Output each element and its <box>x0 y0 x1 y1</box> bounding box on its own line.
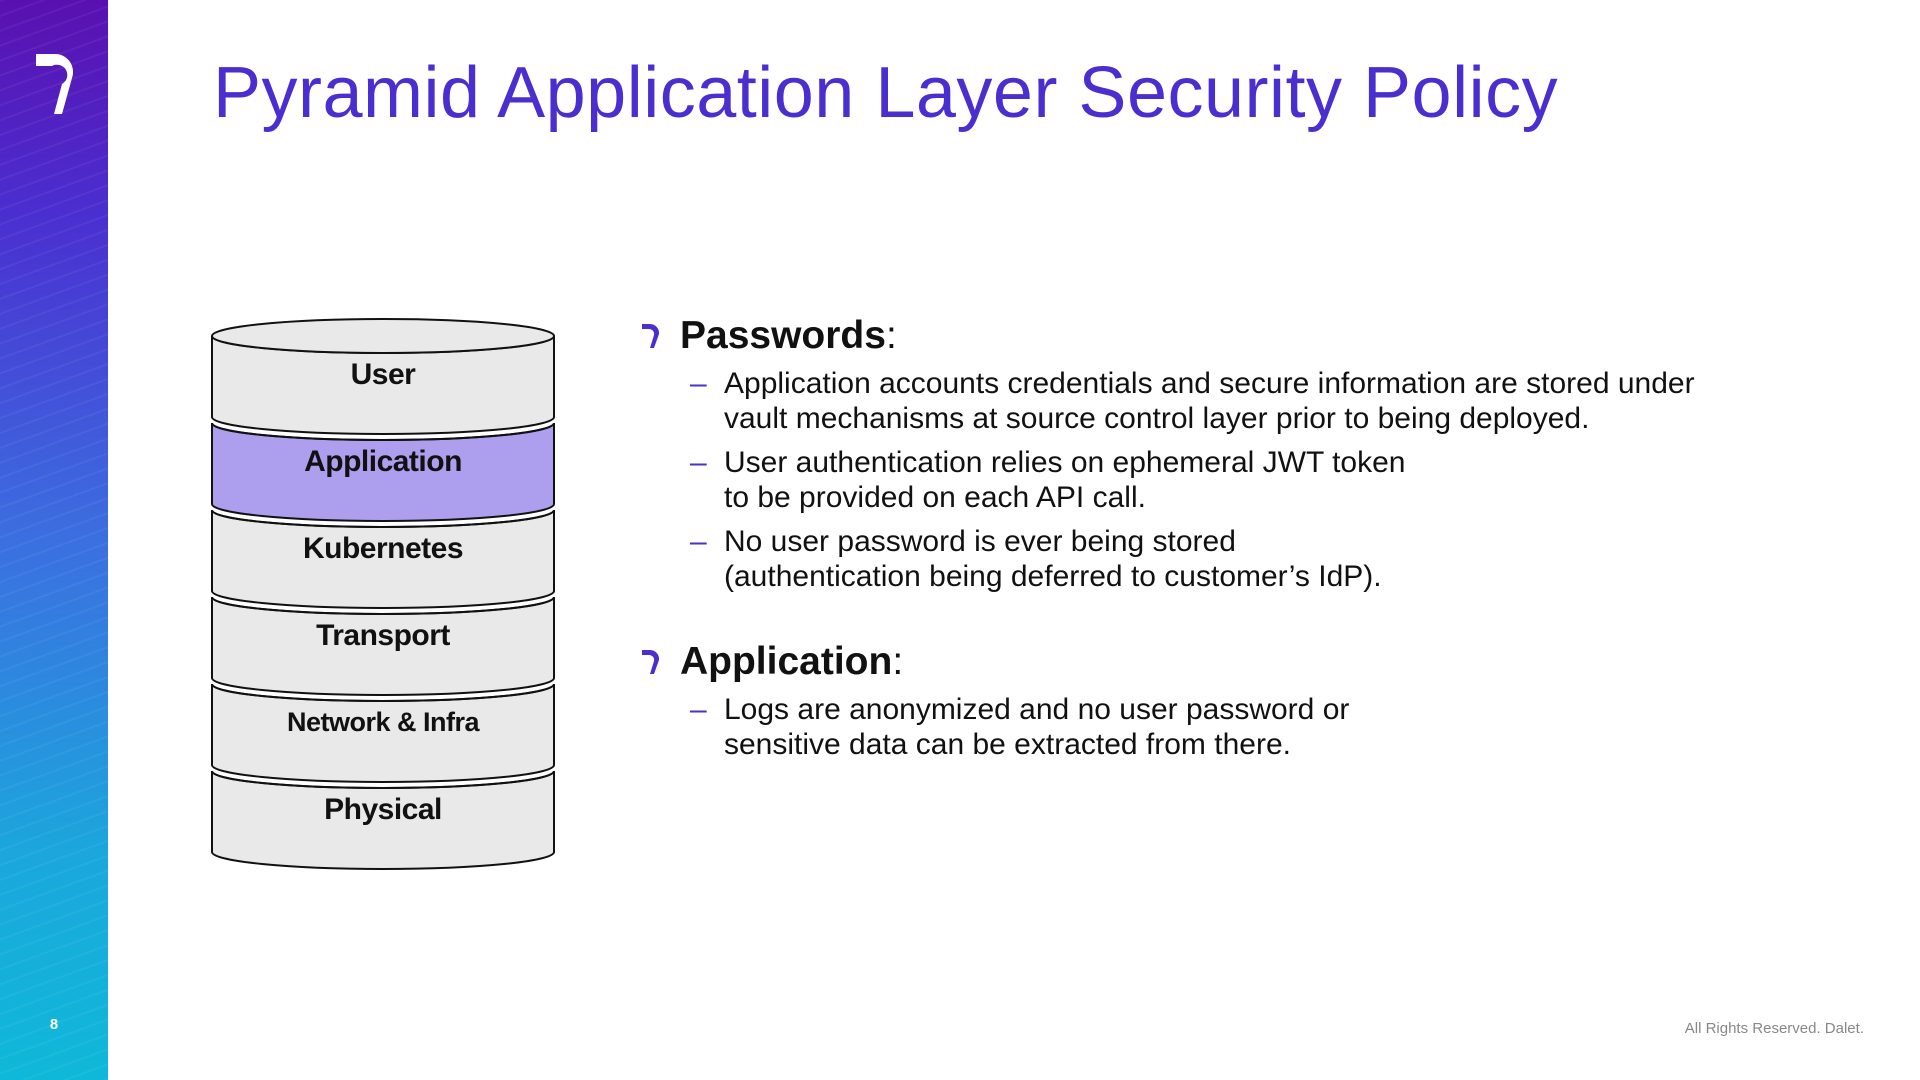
dash-marker: – <box>690 693 707 726</box>
stack-layer: Transport <box>211 596 555 696</box>
stack-layer-label: Kubernetes <box>303 532 463 565</box>
sub-bullet-line: to be provided on each API call. <box>724 481 1146 514</box>
sub-bullet: –Logs are anonymized and no user passwor… <box>690 692 1870 762</box>
stack-top-cap <box>211 318 555 354</box>
sub-bullet: –No user password is ever being stored(a… <box>690 524 1870 594</box>
stack-layer-label: Application <box>304 445 462 478</box>
sub-bullet-line: vault mechanisms at source control layer… <box>724 402 1590 435</box>
dalet-logo-icon <box>36 53 74 114</box>
sub-bullet-line: (authentication being deferred to custom… <box>724 560 1382 593</box>
dalet-bullet-icon <box>642 323 660 348</box>
section-heading-text: Passwords <box>680 314 886 357</box>
page-number: 8 <box>49 1016 59 1033</box>
footer-copyright: All Rights Reserved. Dalet. <box>1684 1020 1864 1037</box>
sub-bullet-line: No user password is ever being stored <box>724 525 1236 558</box>
sidebar: 8 <box>0 0 108 1080</box>
section-heading: Passwords: <box>640 314 1870 358</box>
stack-layer-label: Network & Infra <box>287 707 481 737</box>
dash-marker: – <box>690 525 707 558</box>
layer-stack-diagram: Physical Network & Infra Transport Kubernet… <box>208 316 558 876</box>
stack-layer-label: Transport <box>316 619 450 652</box>
sidebar-pattern <box>0 0 108 1080</box>
stack-layer: User <box>211 335 555 435</box>
sub-bullet-line: Application accounts credentials and sec… <box>724 367 1695 400</box>
layer-stack-svg: Physical Network & Infra Transport Kubernet… <box>211 318 555 870</box>
sub-bullet-text: Application accounts credentials and sec… <box>724 366 1695 436</box>
section-heading-text: Application <box>680 640 893 683</box>
sub-bullet-text: Logs are anonymized and no user password… <box>724 692 1349 762</box>
stack-layer: Physical <box>211 770 555 870</box>
stack-layer: Application <box>211 422 555 522</box>
section-heading-suffix: : <box>885 314 897 357</box>
stack-layer: Network & Infra <box>211 683 555 783</box>
section-heading-suffix: : <box>892 640 904 683</box>
stack-layer-label: Physical <box>324 793 442 826</box>
slide-title: Pyramid Application Layer Security Polic… <box>213 53 1559 133</box>
sub-bullet-text: User authentication relies on ephemeral … <box>724 445 1405 515</box>
section-heading: Application: <box>640 640 1870 684</box>
stack-layer: Kubernetes <box>211 509 555 609</box>
dash-marker: – <box>690 367 707 400</box>
stack-layer-label: User <box>351 358 417 391</box>
sub-bullet: –User authentication relies on ephemeral… <box>690 445 1870 515</box>
dash-marker: – <box>690 446 707 479</box>
sub-bullet-line: Logs are anonymized and no user password… <box>724 693 1350 726</box>
sub-bullet: –Application accounts credentials and se… <box>690 366 1870 436</box>
dalet-bullet-icon <box>642 649 660 674</box>
bullet-content: Passwords:–Application accounts credenti… <box>640 314 1870 808</box>
sub-bullet-line: User authentication relies on ephemeral … <box>724 446 1406 479</box>
bullet-section: Application: –Logs are anonymized and no … <box>640 640 1870 762</box>
bullet-section: Passwords:–Application accounts credenti… <box>640 314 1870 594</box>
sub-bullet-line: sensitive data can be extracted from the… <box>724 728 1291 761</box>
sub-bullet-text: No user password is ever being stored(au… <box>724 524 1382 594</box>
